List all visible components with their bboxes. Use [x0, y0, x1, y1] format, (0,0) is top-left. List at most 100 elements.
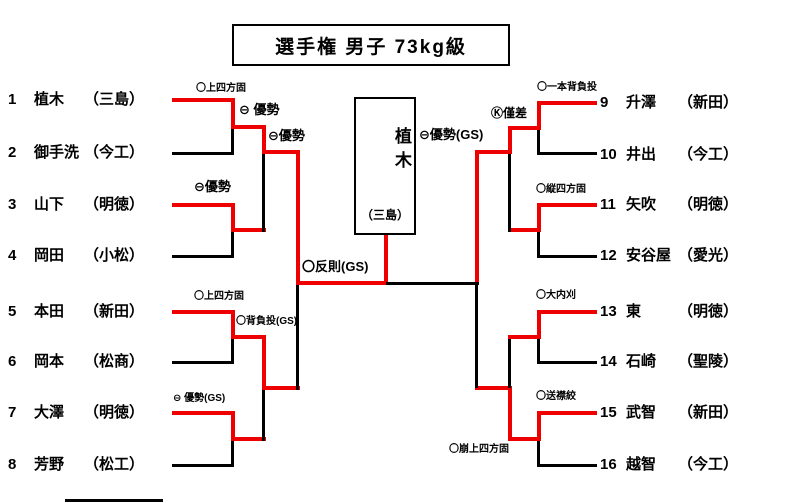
match-result-annotation: ⊖優勢(GS) [419, 127, 484, 142]
winner-path-line [231, 437, 266, 441]
match-result-annotation: 〇上四方固 [194, 291, 244, 302]
player-number: 7 [8, 404, 17, 421]
player-school: （愛光） [678, 247, 739, 264]
bracket-line [537, 130, 540, 155]
bracket-line [65, 499, 163, 502]
match-result-annotation: ⊖優勢 [194, 179, 231, 194]
winner-path-line [508, 126, 541, 130]
player-name: 御手洗 [34, 144, 80, 161]
player-school: （明徳） [678, 196, 739, 213]
bracket-line [537, 152, 597, 155]
player-school: （三島） [84, 91, 145, 108]
winner-path-line [537, 203, 541, 232]
winner-path-line [231, 125, 266, 129]
bracket-line [172, 361, 234, 364]
bracket-line [537, 464, 597, 467]
player-school: （新田） [84, 303, 145, 320]
match-result-annotation: ⊖ 優勢 [239, 102, 280, 117]
player-name: 井出 [626, 146, 657, 163]
bracket-line [537, 339, 540, 364]
match-result-annotation: 〇崩上四方固 [449, 444, 509, 455]
player-number: 6 [8, 353, 17, 370]
winner-path-line [508, 335, 541, 339]
player-number: 14 [600, 353, 617, 370]
player-name: 東 [626, 303, 642, 320]
bracket-title: 選手権 男子 73kg級 [275, 36, 467, 58]
winner-path-line [537, 411, 541, 441]
winner-path-line [172, 411, 235, 415]
match-result-annotation: 〇送襟絞 [536, 391, 576, 402]
winner-path-line [231, 310, 235, 339]
player-name: 芳野 [34, 456, 65, 473]
winner-path-line [537, 310, 597, 314]
match-result-annotation: 〇一本背負投 [537, 82, 597, 93]
bracket-line [262, 390, 265, 441]
player-school: （聖陵） [678, 353, 739, 370]
bracket-line [172, 152, 234, 155]
player-row: 6 岡本 （松商） [8, 351, 144, 373]
winner-path-line [508, 386, 512, 441]
player-name: 岡本 [34, 353, 65, 370]
winner-path-line [508, 437, 541, 441]
match-result-annotation: ⊖ 優勢(GS) [173, 393, 226, 404]
player-name: 大澤 [34, 404, 65, 421]
winner-path-line [475, 150, 512, 154]
player-row: 16 越智 （今工） [600, 454, 738, 476]
winner-path-line [296, 150, 300, 285]
bracket-line [508, 339, 511, 388]
winner-path-line [172, 310, 235, 314]
match-result-annotation: 〇反則(GS) [302, 259, 369, 274]
player-number: 16 [600, 456, 617, 473]
player-school: （今工） [678, 456, 739, 473]
winner-path-line [231, 411, 235, 441]
player-number: 2 [8, 144, 17, 161]
winner-path-line [262, 125, 266, 154]
player-school: （今工） [84, 144, 145, 161]
bracket-line [537, 255, 597, 258]
winner-path-line [172, 98, 235, 102]
player-row: 13 東 （明徳） [600, 301, 738, 323]
player-number: 8 [8, 456, 17, 473]
player-school: （明徳） [84, 196, 145, 213]
champion-name: 植木 [392, 127, 411, 175]
winner-path-line [537, 101, 541, 130]
player-row: 2 御手洗（今工） [8, 142, 144, 164]
champion-box: 植木 （三島） [354, 97, 416, 235]
champion-school: （三島） [360, 208, 409, 222]
title-box: 選手権 男子 73kg級 [232, 24, 510, 66]
winner-path-line [231, 228, 266, 232]
player-name: 岡田 [34, 247, 65, 264]
winner-path-line [537, 203, 597, 207]
player-school: （明徳） [84, 404, 145, 421]
match-result-annotation: ⊖優勢 [268, 128, 305, 143]
player-number: 1 [8, 91, 17, 108]
match-result-annotation: 〇縦四方固 [536, 184, 586, 195]
bracket-line [262, 154, 265, 232]
player-number: 10 [600, 146, 617, 163]
winner-path-line [384, 235, 388, 285]
player-number: 13 [600, 303, 617, 320]
bracket-line [231, 129, 234, 155]
bracket-line [537, 232, 540, 258]
player-school: （明徳） [678, 303, 739, 320]
player-school: （新田） [678, 94, 739, 111]
bracket-line [172, 464, 234, 467]
player-number: 15 [600, 404, 617, 421]
winner-path-line [231, 98, 235, 129]
player-name: 本田 [34, 303, 65, 320]
player-name: 越智 [626, 456, 657, 473]
bracket-line [172, 255, 234, 258]
bracket-line [475, 285, 478, 388]
bracket-line [537, 441, 540, 467]
player-number: 11 [600, 196, 616, 213]
player-school: （松商） [84, 353, 145, 370]
